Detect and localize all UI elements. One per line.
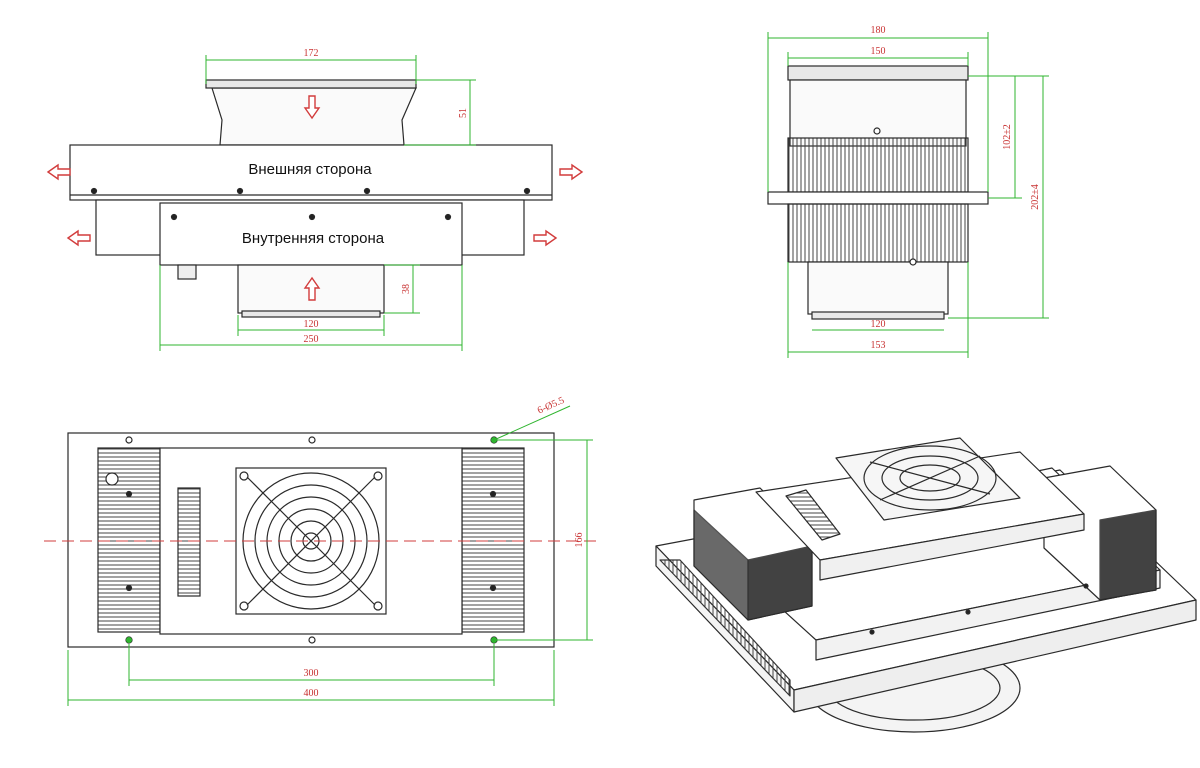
- side-top-fan: [789, 79, 967, 147]
- front-view: [69, 79, 553, 318]
- side-dimensions: [767, 32, 1049, 358]
- mounting-hole-marker: [491, 437, 497, 443]
- side-bottom-fan: [807, 261, 949, 315]
- inner-side-label: Внутренняя сторона: [242, 230, 385, 247]
- outer-side-label: Внешняя сторона: [248, 161, 372, 178]
- iso-fan-grille-icon: [863, 445, 997, 511]
- dim-front-top-height: 51: [458, 108, 469, 118]
- outer-plate: [69, 144, 553, 201]
- dim-front-top-width: 172: [304, 48, 319, 59]
- side-inner-heatsink: [787, 203, 969, 263]
- iso-terminal-block-icon: [785, 489, 841, 541]
- airflow-up-arrow-icon: [303, 276, 321, 301]
- side-top-fan-rim: [787, 65, 969, 81]
- top-fan-rim: [205, 79, 417, 89]
- airflow-left-outer-arrow-icon: [46, 163, 71, 181]
- front-dimensions: [159, 55, 476, 351]
- airflow-arrows: [46, 95, 584, 301]
- mounting-hole-marker: [126, 637, 132, 643]
- top-view: [67, 432, 555, 648]
- iso-view: [655, 437, 1197, 733]
- dim-front-bottom-height: 38: [401, 284, 412, 294]
- airflow-right-inner-arrow-icon: [533, 229, 558, 247]
- terminal-nut: [177, 264, 197, 280]
- mounting-hole-marker: [491, 637, 497, 643]
- airflow-down-arrow-icon: [303, 95, 321, 120]
- airflow-right-outer-arrow-icon: [559, 163, 584, 181]
- side-outer-heatsink: [787, 137, 969, 193]
- side-base-plate: [767, 191, 989, 205]
- terminal-block-icon: [177, 487, 201, 597]
- dim-side-total-height: 202±4: [1030, 184, 1041, 210]
- dim-top-height: 166: [574, 533, 585, 548]
- top-right-heatsink: [461, 447, 525, 633]
- dim-side-outer-width: 180: [871, 25, 886, 36]
- dim-top-holes: 6-Ø5.5: [536, 395, 566, 416]
- inner-cover: [159, 202, 463, 266]
- dim-side-fan-width: 150: [871, 46, 886, 57]
- airflow-left-inner-arrow-icon: [66, 229, 91, 247]
- side-view: [767, 65, 989, 320]
- dim-side-bottom-width: 153: [871, 340, 886, 351]
- dim-side-bottom-fan: 120: [871, 319, 886, 330]
- dim-top-hole-spacing: 300: [304, 668, 319, 679]
- dim-front-bottom-fan: 120: [304, 319, 319, 330]
- dim-side-upper-height: 102±2: [1002, 124, 1013, 150]
- top-dimensions: [67, 405, 593, 706]
- dim-top-total-width: 400: [304, 688, 319, 699]
- dim-front-inner-width: 250: [304, 334, 319, 345]
